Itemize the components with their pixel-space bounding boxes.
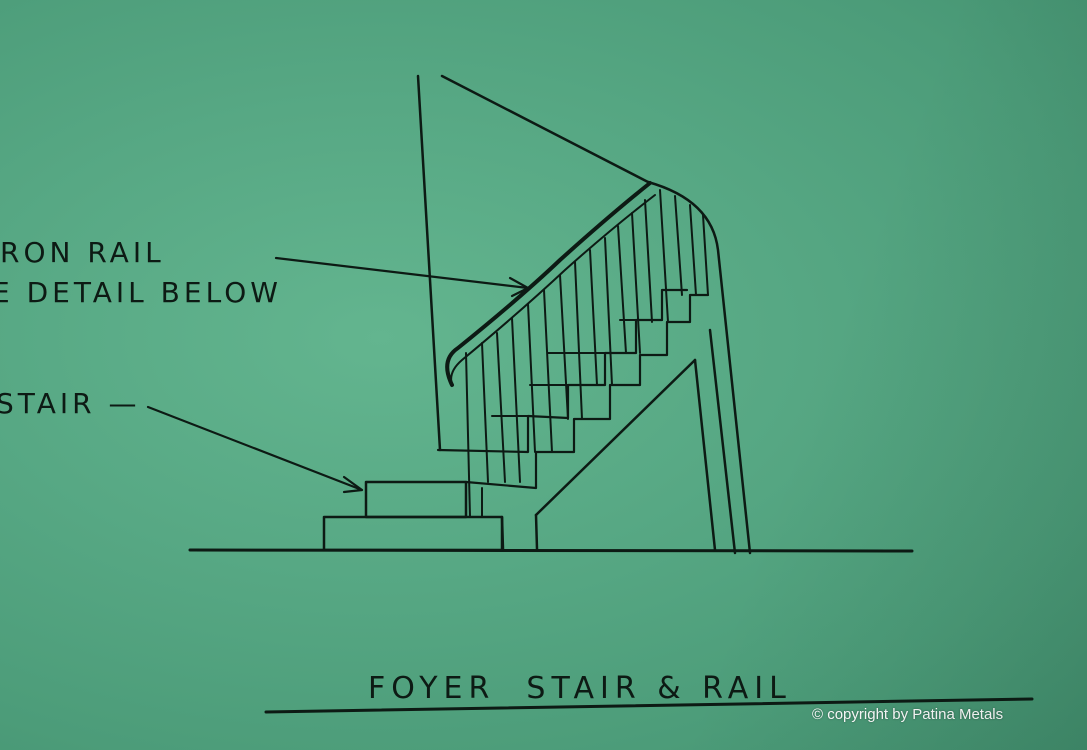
bottom-step-upper xyxy=(364,480,468,519)
stringer-right xyxy=(693,358,717,552)
stringer-vertical xyxy=(534,513,539,551)
rail-label-line2: E DETAIL BELOW xyxy=(0,276,282,309)
rail-label-line1: RON RAIL xyxy=(0,236,165,269)
wall-line xyxy=(416,74,442,452)
rail-leader xyxy=(274,256,530,298)
handrail xyxy=(445,181,652,387)
floor-line xyxy=(188,548,914,553)
stair-treads xyxy=(436,288,710,490)
balusters xyxy=(465,189,709,518)
title-underline xyxy=(264,697,1034,714)
drawing-title: FOYER STAIR & RAIL xyxy=(368,671,792,706)
stair-leader xyxy=(146,405,364,494)
stair-label: STAIR — xyxy=(0,387,140,420)
curved-wall xyxy=(646,180,752,555)
curved-wall-inner xyxy=(708,328,737,555)
handrail-lower xyxy=(450,194,656,386)
bottom-step-lower xyxy=(322,515,504,552)
ceiling-line xyxy=(440,74,650,184)
stringer-diagonal xyxy=(534,358,697,517)
stringer-left xyxy=(500,515,505,551)
copyright-watermark: © copyright by Patina Metals xyxy=(812,706,1004,723)
